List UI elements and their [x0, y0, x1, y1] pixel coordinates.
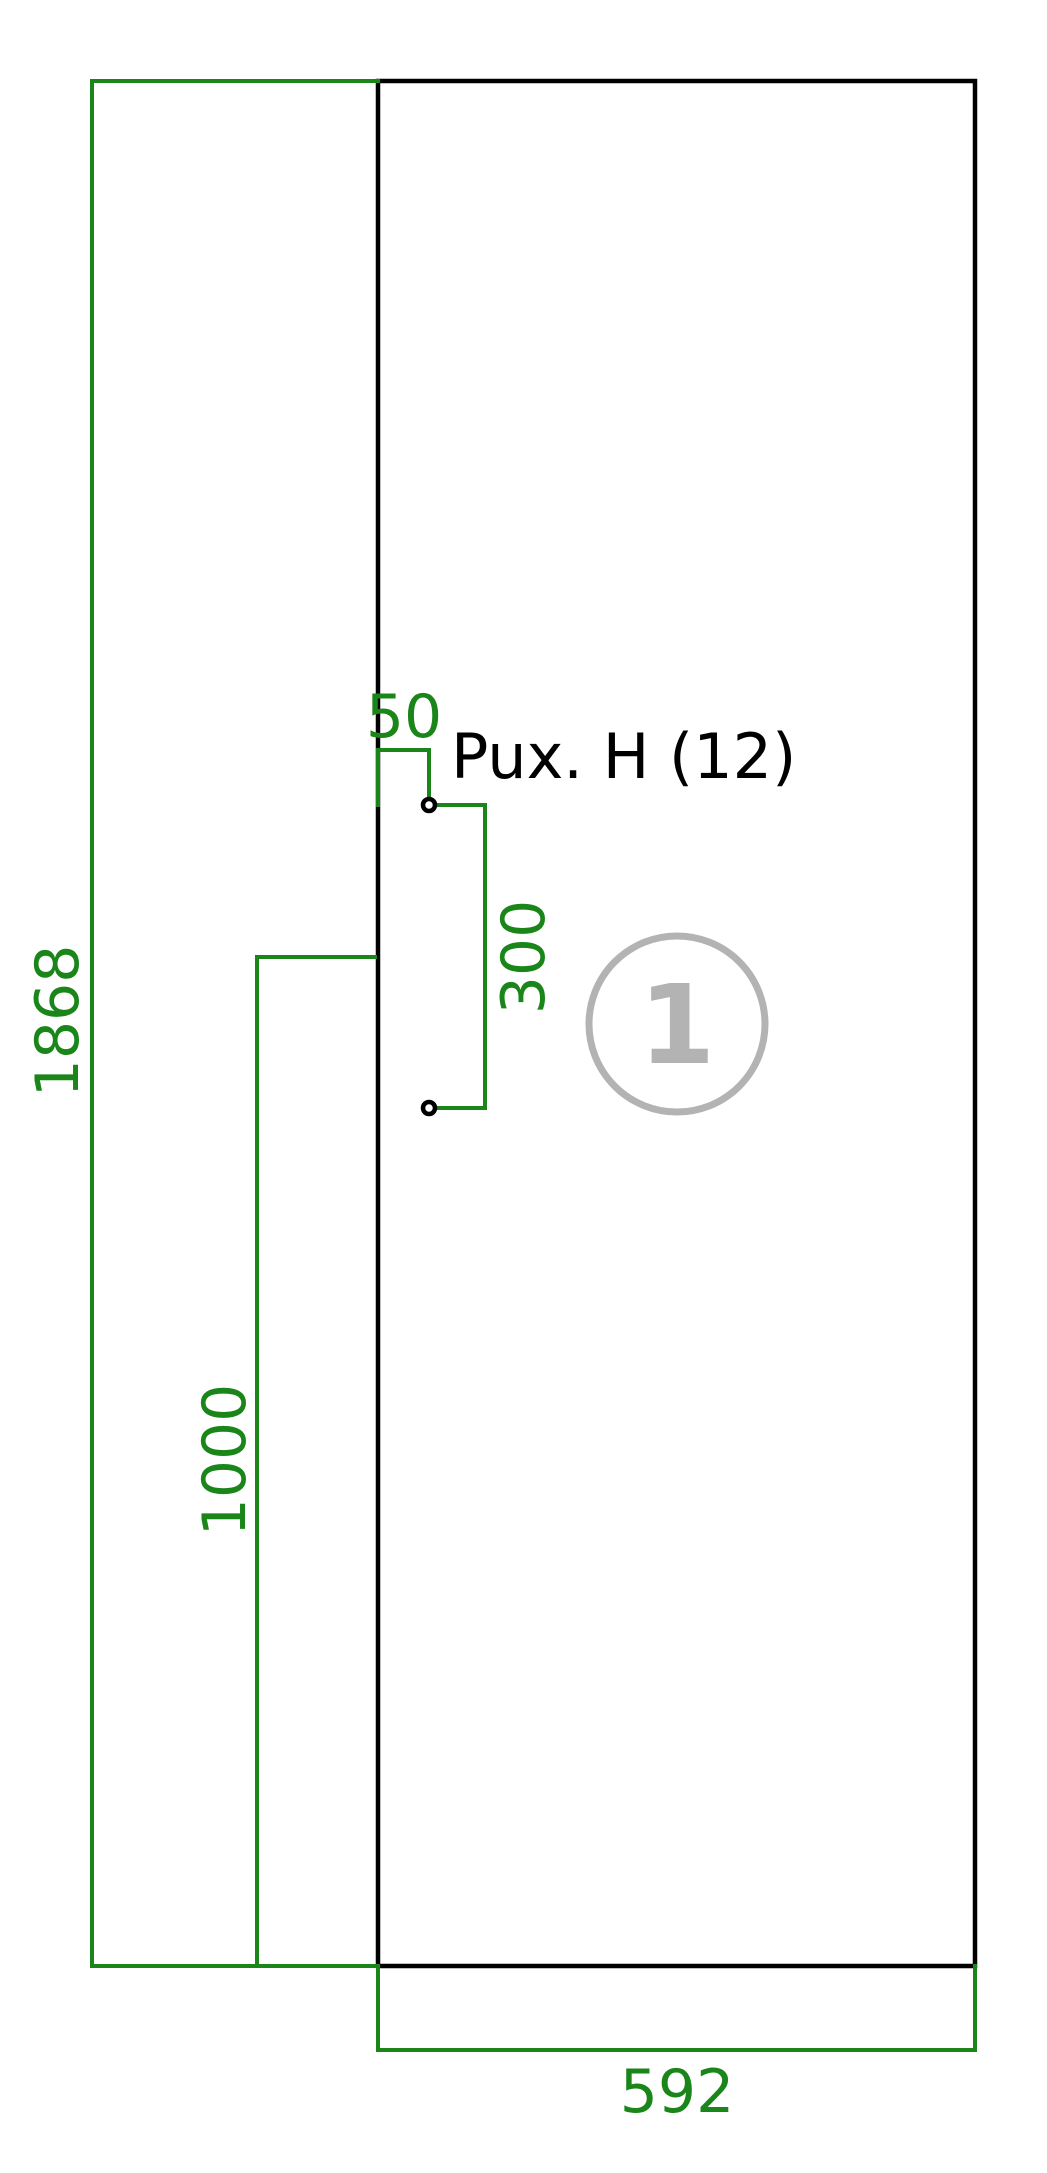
panel-outline	[375, 78, 978, 1969]
hole-offset-dimension-label: 50	[366, 682, 442, 752]
hole-offset-dimension: 50	[366, 682, 442, 807]
hole-height-dimension: 1000	[190, 955, 377, 1968]
hole-spacing-dimension: 300	[427, 803, 559, 1110]
height-dimension-label: 1868	[23, 945, 93, 1098]
hole-height-dimension-label: 1000	[190, 1384, 260, 1537]
hole-spacing-dimension-label: 300	[489, 900, 559, 1015]
hole-top	[420, 796, 438, 814]
hole-bottom	[420, 1099, 438, 1117]
hole-label: Pux. H (12)	[451, 720, 796, 793]
width-dimension-label: 592	[620, 2057, 735, 2127]
height-dimension: 1868	[23, 79, 380, 1968]
width-dimension: 592	[376, 1964, 977, 2127]
part-marker-label: 1	[639, 961, 716, 1089]
part-marker: 1	[585, 932, 769, 1116]
